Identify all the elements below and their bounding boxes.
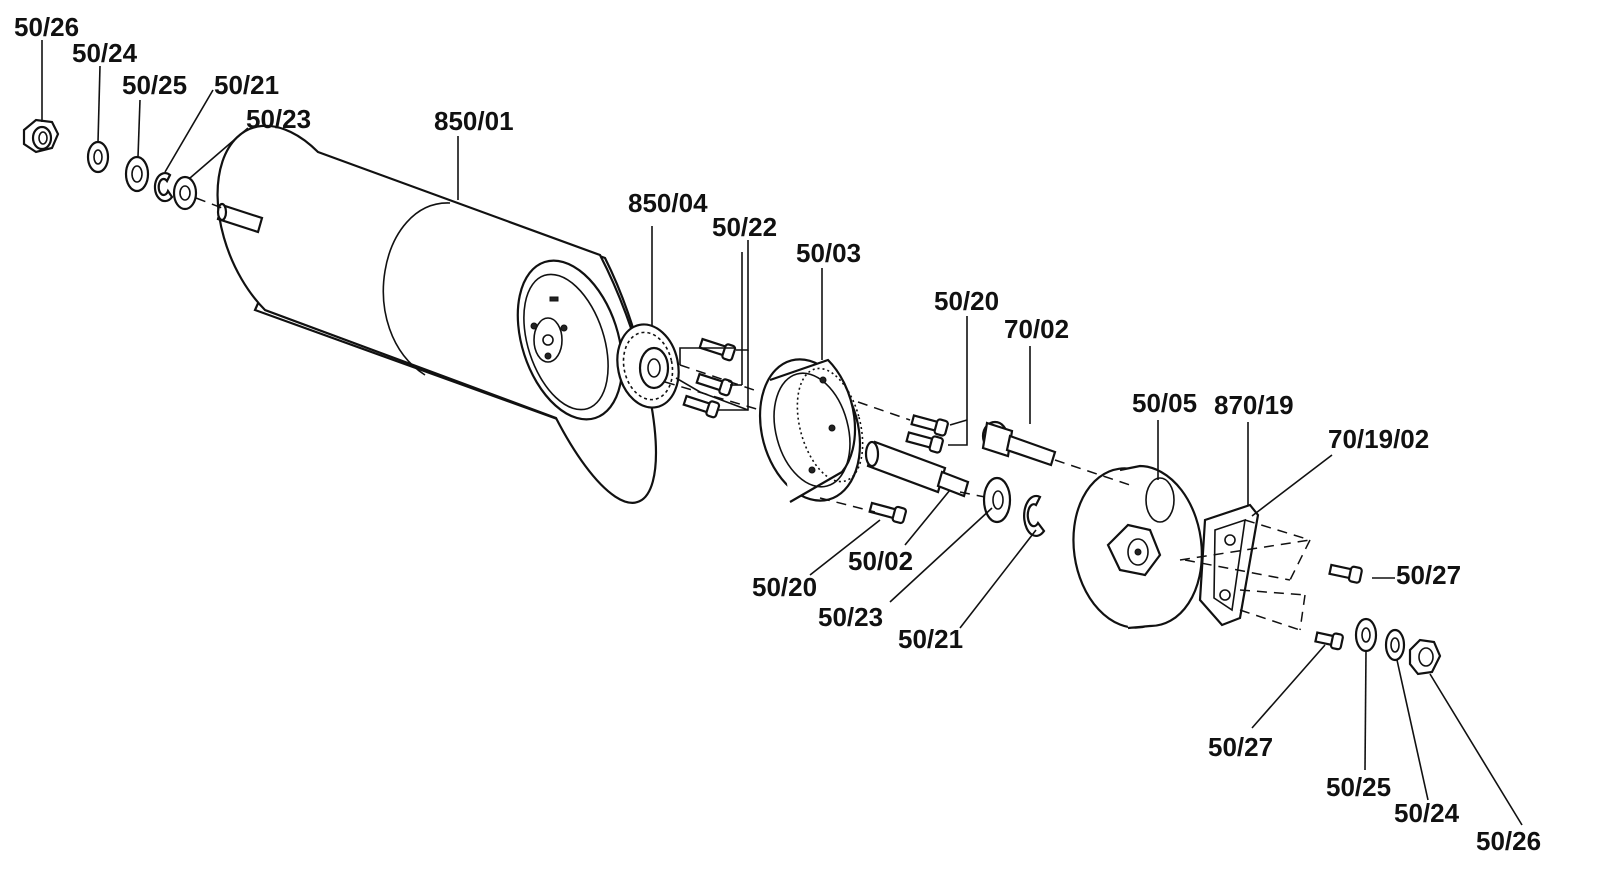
gear-screws	[682, 337, 737, 419]
label-bracket: 870/19	[1214, 390, 1294, 420]
part-labels: 50/26 50/24 50/25 50/21 50/23 850/01 850…	[14, 12, 1541, 856]
spur-gear	[616, 323, 680, 409]
label-screw-lower: 50/20	[752, 572, 817, 602]
pinion-shaft	[981, 420, 1057, 467]
leader-lines	[41, 40, 1523, 826]
drive-shaft	[864, 440, 970, 498]
cover-plate	[1072, 464, 1203, 630]
label-lockwasher-left: 50/24	[72, 38, 138, 68]
label-bracket-sub: 70/19/02	[1328, 424, 1429, 454]
label-ring-gear: 50/03	[796, 238, 861, 268]
mounting-bracket	[1198, 503, 1260, 627]
washer2-left	[172, 175, 198, 211]
hex-nut-right	[1408, 638, 1442, 676]
label-screw-right-upper: 50/27	[1396, 560, 1461, 590]
washer-right	[1354, 617, 1378, 653]
lock-washer-left	[86, 140, 110, 174]
label-washer-left: 50/25	[122, 70, 187, 100]
lock-washer-right	[1384, 628, 1406, 662]
label-nut-right: 50/26	[1476, 826, 1541, 856]
ring-gear-housing	[758, 358, 864, 503]
screw-lower	[868, 501, 907, 525]
label-screws-gear: 50/22	[712, 212, 777, 242]
label-eclip-left: 50/21	[214, 70, 279, 100]
label-washer-mid: 50/23	[818, 602, 883, 632]
label-lockwasher-right: 50/24	[1394, 798, 1460, 828]
label-screw-right-lower: 50/27	[1208, 732, 1273, 762]
label-washer2-left: 50/23	[246, 104, 311, 134]
e-clip-left	[153, 172, 174, 203]
label-nut-left: 50/26	[14, 12, 79, 42]
label-gear: 850/04	[628, 188, 708, 218]
e-clip-mid	[1023, 494, 1046, 538]
label-screw-upper: 50/20	[934, 286, 999, 316]
washer-left	[124, 155, 150, 193]
screw-right-upper	[1328, 563, 1363, 584]
label-eclip-mid: 50/21	[898, 624, 963, 654]
label-pinion-shaft: 70/02	[1004, 314, 1069, 344]
label-shaft: 50/02	[848, 546, 913, 576]
label-washer-right: 50/25	[1326, 772, 1391, 802]
motor-shaft	[216, 202, 264, 234]
washer-mid	[982, 476, 1012, 524]
label-cover-plate: 50/05	[1132, 388, 1197, 418]
hex-nut-left	[22, 118, 60, 154]
label-motor: 850/01	[434, 106, 514, 136]
screw-right-lower	[1314, 631, 1344, 651]
motor-housing	[216, 124, 658, 504]
assembly-lines	[195, 197, 1311, 631]
screws-upper	[905, 414, 949, 454]
